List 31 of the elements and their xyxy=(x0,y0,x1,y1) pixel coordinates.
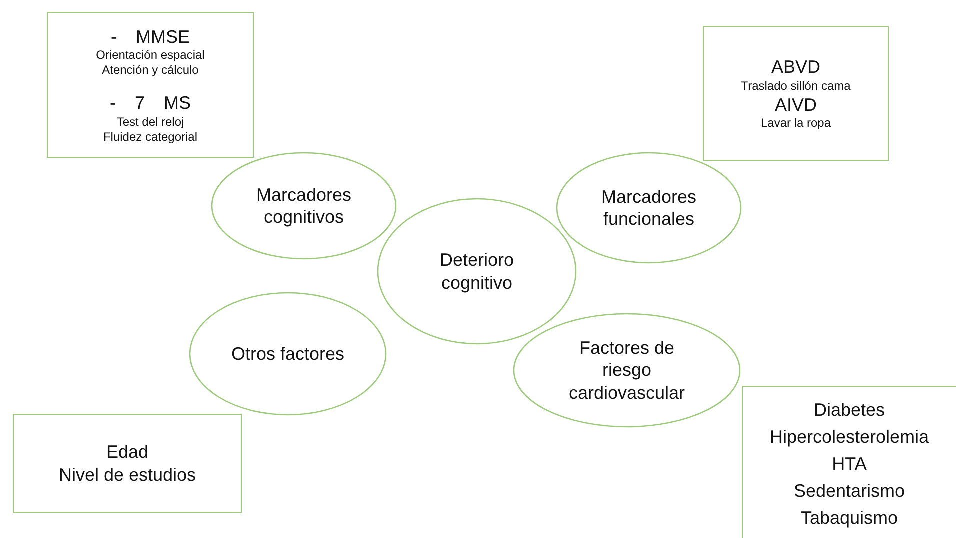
node-label: - 7 MS xyxy=(110,92,191,114)
text-box xyxy=(13,414,242,513)
concept-ellipse xyxy=(513,313,741,428)
node-label: Diabetes xyxy=(814,399,886,422)
node-label: - MMSE xyxy=(111,26,190,48)
text-box xyxy=(742,386,956,538)
node-label: Marcadores funcionales xyxy=(600,186,698,230)
node-label: HTA xyxy=(832,453,867,476)
text-box xyxy=(703,26,889,161)
node-label: Edad xyxy=(106,441,149,464)
detail-text: Traslado sillón cama xyxy=(741,78,851,94)
concept-ellipse xyxy=(556,152,742,264)
text-box xyxy=(47,12,254,158)
node-label: Sedentarismo xyxy=(794,480,906,503)
node-label: Marcadores cognitivos xyxy=(255,184,353,228)
detail-text: Orientación espacial xyxy=(96,48,205,63)
concept-ellipse xyxy=(211,152,397,260)
node-label: ABVD xyxy=(771,56,821,78)
detail-text: Atención y cálculo xyxy=(102,63,199,78)
node-label: Nivel de estudios xyxy=(58,464,196,486)
node-label: Tabaquismo xyxy=(800,507,898,530)
node-label: Factores de riesgo cardiovascular xyxy=(568,336,686,404)
detail-text: Test del reloj xyxy=(116,114,184,130)
concept-ellipse xyxy=(189,292,387,416)
concept-ellipse xyxy=(377,198,577,345)
detail-text: Lavar la ropa xyxy=(760,116,832,131)
node-label: Deterioro cognitivo xyxy=(438,249,516,294)
node-label: AIVD xyxy=(774,94,817,116)
detail-text: Fluidez categorial xyxy=(103,130,198,144)
node-label: Hipercolesterolemia xyxy=(770,426,930,449)
node-label: Otros factores xyxy=(231,342,345,366)
